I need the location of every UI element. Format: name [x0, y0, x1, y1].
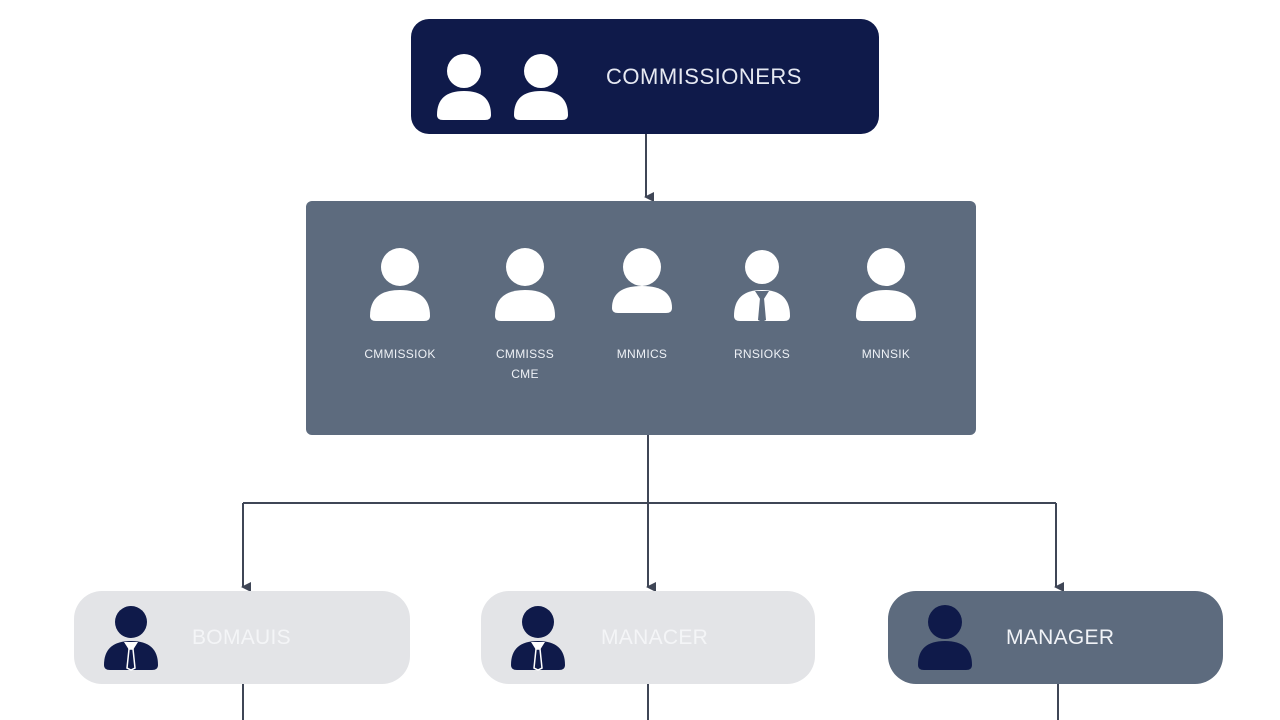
- commissioners-box: COMMISSIONERS: [411, 19, 879, 134]
- manager-label: MANACER: [601, 625, 709, 649]
- board-member-label-line: RNSIOKS: [733, 347, 791, 361]
- person-icon: [514, 54, 568, 120]
- board-member-3: MNMICS: [582, 246, 702, 364]
- board-member-label-line: CMMISSIOK: [364, 347, 436, 361]
- board-member-label-line: CMMISSS: [495, 347, 555, 361]
- person-icon: [856, 248, 916, 321]
- commissioners-title: COMMISSIONERS: [606, 63, 802, 89]
- person-icon: [437, 54, 491, 120]
- person-icon: [612, 248, 672, 313]
- person-icon: [918, 605, 972, 670]
- board-member-1: CMMISSIOK: [340, 246, 460, 364]
- person-icon: [495, 248, 555, 321]
- board-member-2: CMMISSS CME: [465, 246, 585, 384]
- manager-node-left: BOMAUIS: [74, 591, 410, 684]
- board-member-4: RNSIOKS: [702, 246, 822, 364]
- person-tie-icon: [104, 606, 158, 671]
- person-tie-icon: [734, 250, 790, 322]
- manager-label: MANAGER: [1006, 625, 1115, 649]
- manager-node-right: MANAGER: [888, 591, 1223, 684]
- board-member-label-line: MNNSIK: [861, 347, 911, 361]
- manager-node-middle: MANACER: [481, 591, 815, 684]
- manager-label: BOMAUIS: [192, 625, 291, 649]
- board-box: CMMISSIOK CMMISSS CME MNMICS: [306, 201, 976, 435]
- board-member-label-line: MNMICS: [616, 347, 668, 361]
- board-member-5: MNNSIK: [826, 246, 946, 364]
- person-icon: [370, 248, 430, 321]
- board-member-label-line: CME: [511, 367, 539, 381]
- person-tie-icon: [511, 606, 565, 671]
